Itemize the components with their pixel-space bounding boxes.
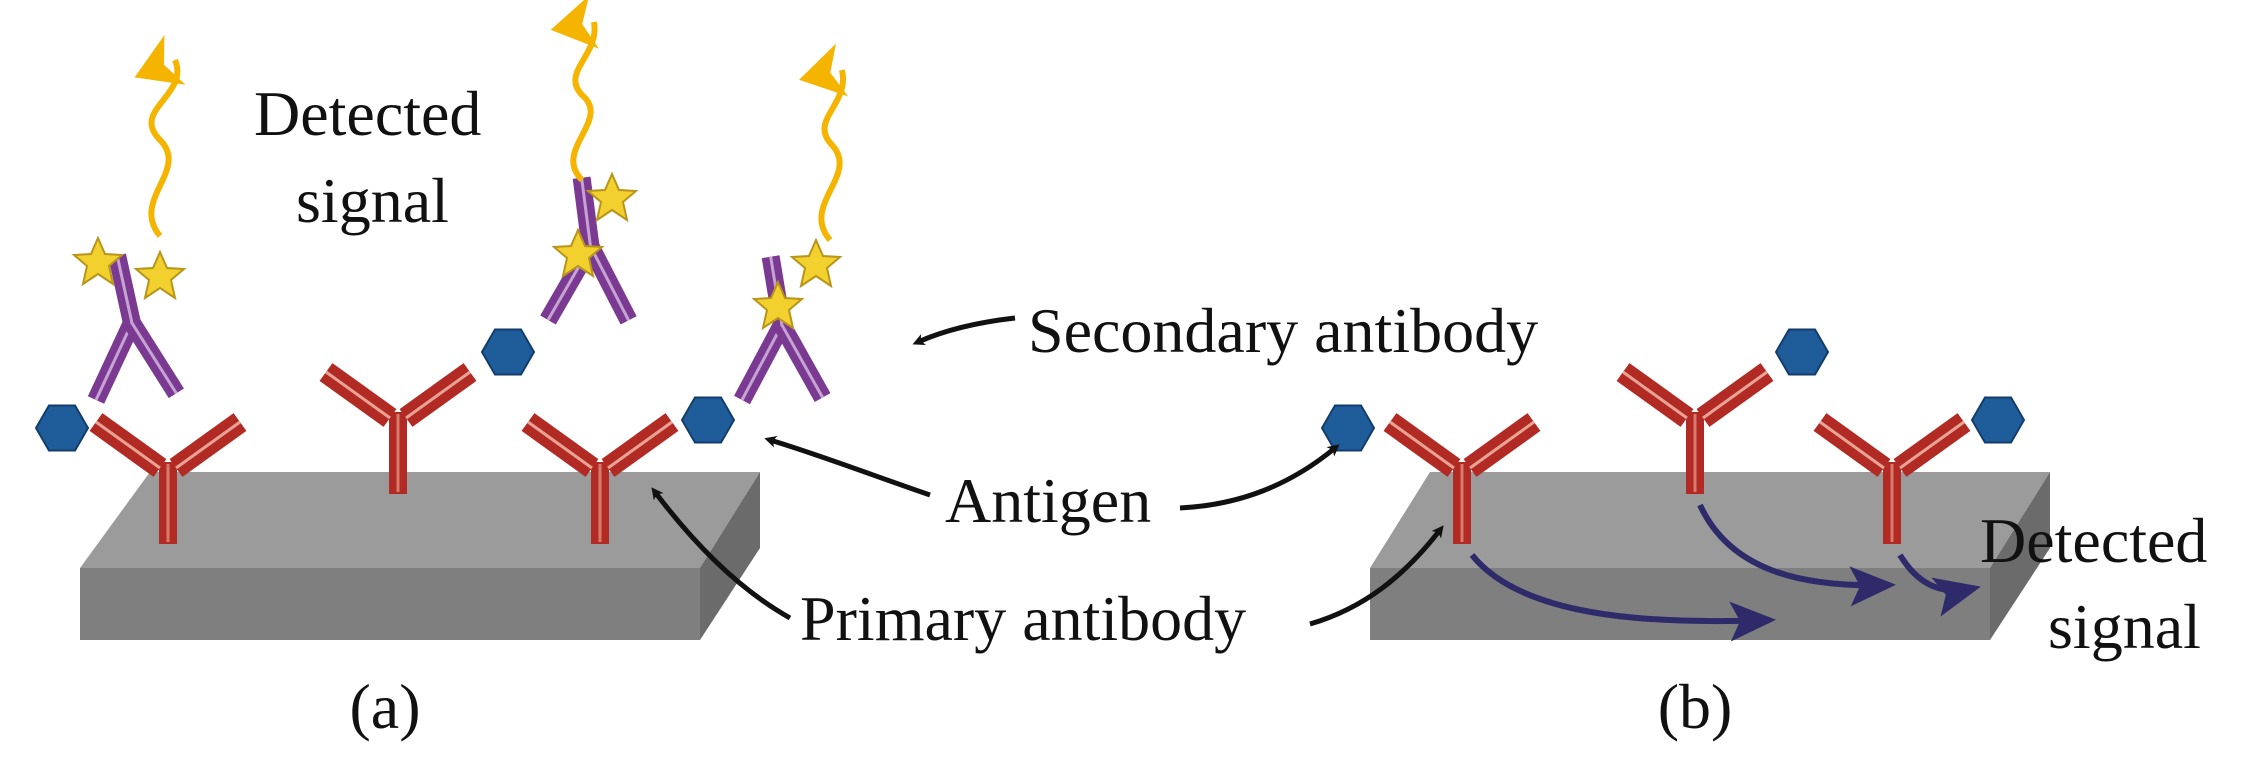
antigen-b1 <box>1321 404 1375 452</box>
secondary-antibody-a1 <box>58 255 219 429</box>
secondary-antibody-callout-arrow <box>912 315 1016 346</box>
star-icon <box>135 251 185 299</box>
panel-b <box>1321 328 2050 642</box>
antigen-a2 <box>481 328 535 376</box>
antigen-a3 <box>681 396 735 444</box>
surface-signal-arrow-3 <box>1897 553 1981 617</box>
antigen-callout-arrow-b <box>1179 444 1340 511</box>
detected-signal-a-line2: signal <box>296 165 449 236</box>
secondary-antibody-a3 <box>705 257 870 433</box>
primary-antibody-label: Primary antibody <box>800 583 1246 654</box>
panel-a-label: (a) <box>349 671 420 742</box>
antigen-a1 <box>35 404 89 452</box>
wavy-arrow-icon <box>799 43 848 242</box>
primary-antibody-callout-arrow-a <box>651 487 792 621</box>
secondary-antibody-a2 <box>512 178 679 355</box>
antigen-b3 <box>1971 396 2025 444</box>
antigen-b2 <box>1775 328 1829 376</box>
antigen-label: Antigen <box>945 465 1151 536</box>
detected-signal-b-line1: Detected <box>1980 505 2207 576</box>
panel-a <box>35 0 870 640</box>
secondary-antibody-label: Secondary antibody <box>1028 295 1538 366</box>
panel-b-label: (b) <box>1658 671 1733 742</box>
detected-signal-a-line1: Detected <box>254 78 481 149</box>
detected-signal-b-line2: signal <box>2048 591 2201 662</box>
wavy-arrow-icon <box>550 0 599 183</box>
primary-antibody-callout-arrow-b <box>1309 525 1444 627</box>
antigen-callout-arrow-a <box>764 435 931 498</box>
slab-a <box>80 472 760 640</box>
wavy-arrow-icon <box>134 35 186 238</box>
surface-signal-arrow-2 <box>1697 503 1896 607</box>
star-icon <box>791 239 841 287</box>
surface-signal-arrow-1 <box>1469 553 1776 642</box>
